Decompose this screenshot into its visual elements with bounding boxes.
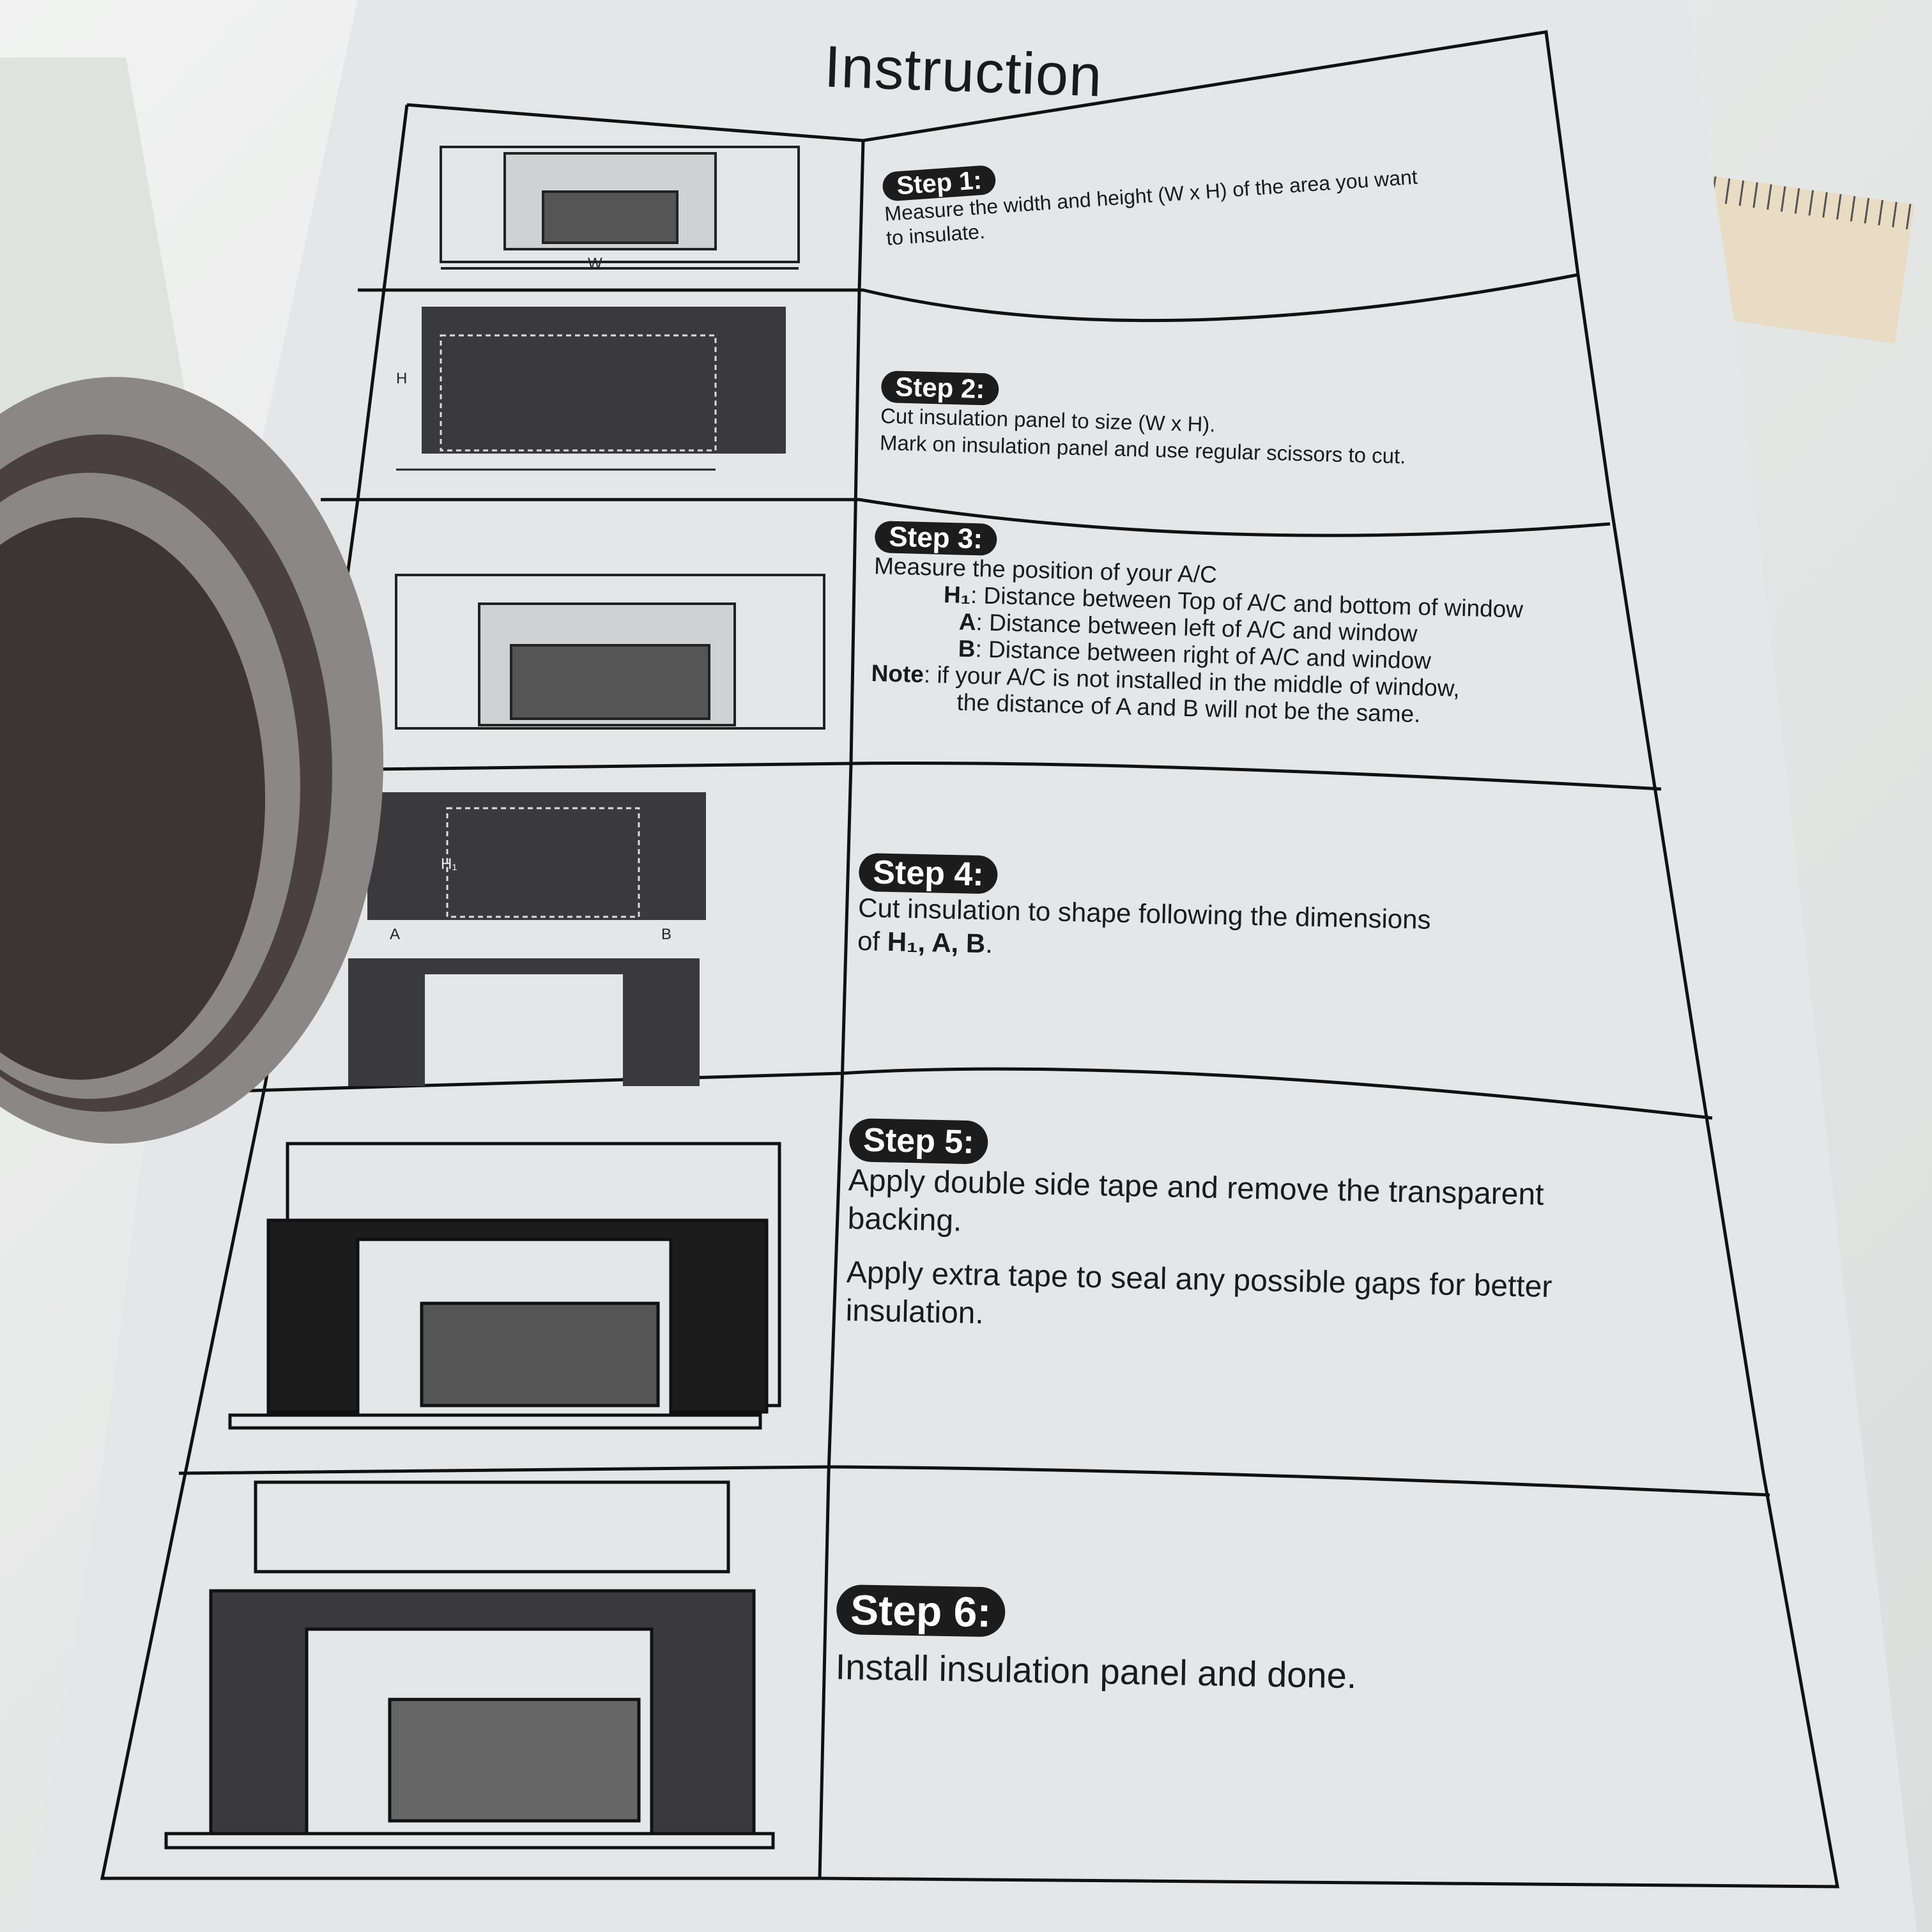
column-divider: [818, 140, 865, 1879]
step-4-badge: Step 4:: [858, 853, 999, 894]
step-6-badge: Step 6:: [836, 1584, 1006, 1637]
step-2-badge: Step 2:: [880, 371, 999, 406]
row-divider-4: [185, 1067, 1713, 1120]
diagram-label-w: W: [588, 255, 602, 272]
row-divider-3: [264, 762, 1662, 791]
diagram-label-h1: H₁: [441, 855, 457, 873]
def-key: A: [958, 608, 977, 636]
page-title: Instruction: [823, 34, 1104, 109]
row-divider-2: [321, 498, 1611, 537]
step-5-text: Step 5: Apply double side tape and remov…: [845, 1118, 1555, 1345]
step-4-suffix: .: [985, 928, 993, 959]
step-5-badge: Step 5:: [848, 1118, 989, 1165]
step-5-line: insulation.: [845, 1293, 985, 1331]
step-4-dims: H₁, A, B: [887, 926, 986, 959]
step-4-prefix: of: [857, 925, 888, 956]
def-key: B: [958, 635, 976, 663]
step-5-line: backing.: [847, 1201, 962, 1238]
row-divider-5: [178, 1465, 1770, 1497]
step1-illustration: [440, 146, 800, 270]
def-key: H₁: [943, 581, 971, 608]
step3-illustration: [395, 574, 825, 730]
step-2-text: Step 2: Cut insulation panel to size (W …: [879, 371, 1407, 470]
step-3-text: Step 3: Measure the position of your A/C…: [870, 521, 1525, 731]
step5-illustration: [228, 1142, 781, 1430]
step-6-text: Step 6: Install insulation panel and don…: [835, 1584, 1358, 1698]
row-divider-1: [358, 273, 1579, 323]
step-3-badge: Step 3:: [874, 521, 997, 556]
diagram-label-b: B: [661, 926, 671, 943]
diagram-label-a: A: [390, 926, 400, 943]
step-4-text: Step 4: Cut insulation to shape followin…: [857, 853, 1432, 970]
diagram-label-h: H: [396, 370, 407, 387]
step-6-line: Install insulation panel and done.: [835, 1646, 1357, 1696]
step6-illustration: [164, 1480, 775, 1850]
step2-illustration: [396, 307, 786, 471]
note-label: Note: [871, 659, 924, 688]
step4-illustration: [348, 792, 706, 1086]
